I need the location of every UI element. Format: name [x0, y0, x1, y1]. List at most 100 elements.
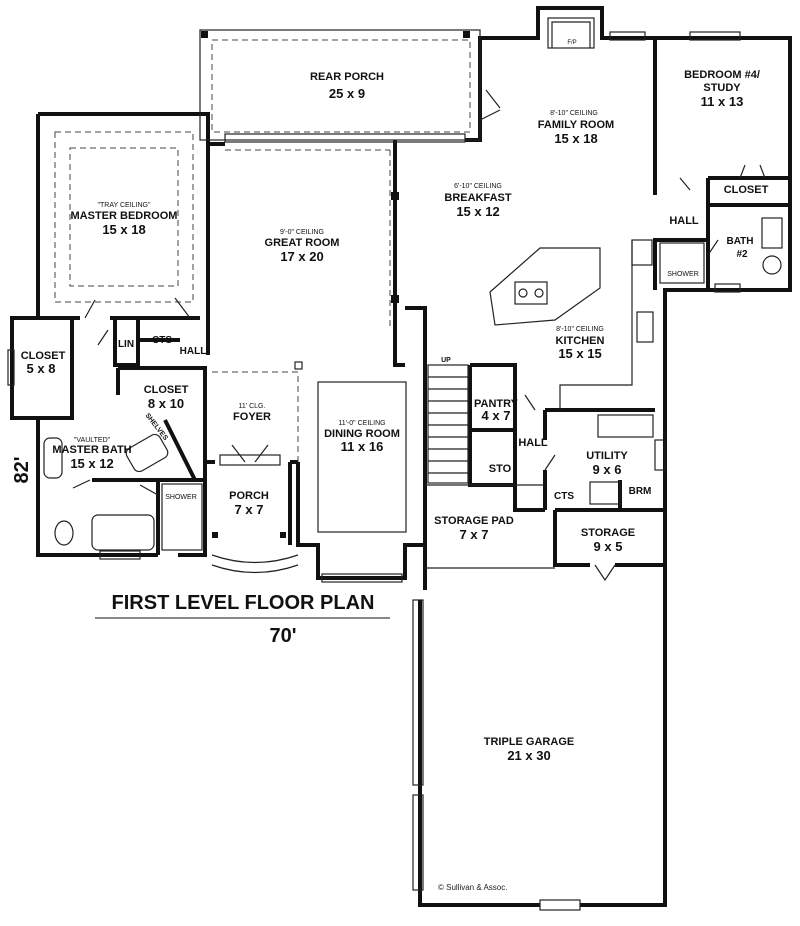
dining-ceiling: 11'-0" CEILING — [338, 420, 385, 427]
chimney-column — [631, 239, 653, 266]
storage-pad-name: STORAGE PAD — [434, 515, 514, 527]
utility-size: 9 x 6 — [593, 462, 622, 477]
utility-counter — [597, 414, 654, 438]
master-bedroom-label: "TRAY CEILING" MASTER BEDROOM 15 x 18 — [71, 202, 178, 237]
master-bedroom-size: 15 x 18 — [102, 222, 145, 237]
column — [391, 295, 399, 303]
utility-label: UTILITY 9 x 6 — [586, 450, 628, 477]
bedroom4-label: BEDROOM #4/ STUDY 11 x 13 — [684, 69, 760, 109]
great-room-label: 9'-0" CEILING GREAT ROOM 17 x 20 — [265, 229, 340, 264]
master-bath-ceiling: "VAULTED" — [74, 437, 111, 444]
garage-door — [539, 899, 581, 911]
breakfast-label: 6'-10" CEILING BREAKFAST 15 x 12 — [444, 183, 512, 219]
column — [294, 361, 303, 370]
fireplace-label: F/P — [567, 40, 576, 46]
hall-right-name: HALL — [669, 215, 699, 227]
cts-left-name: CTS — [152, 335, 172, 346]
garage-window — [412, 794, 424, 891]
fireplace — [547, 17, 595, 49]
closet-left-name: CLOSET — [21, 350, 66, 362]
interior-walls — [38, 38, 790, 590]
storage-pad-outline — [425, 484, 555, 569]
garage-window — [412, 599, 424, 786]
breakfast-size: 15 x 12 — [456, 204, 499, 219]
brm-name: BRM — [629, 486, 652, 497]
master-bedroom-name: MASTER BEDROOM — [71, 210, 178, 222]
storage-pad-size: 7 x 7 — [460, 527, 489, 542]
dining-ceiling-outline — [317, 381, 407, 533]
closet-left-size: 5 x 8 — [27, 361, 56, 376]
closet-left-label: CLOSET 5 x 8 — [21, 350, 66, 376]
lin-name: LIN — [118, 339, 134, 350]
master-bath-label: "VAULTED" MASTER BATH 15 x 12 — [52, 437, 131, 471]
master-bath-fixtures — [43, 433, 203, 551]
master-shower-label: SHOWER — [165, 494, 197, 501]
rear-porch-label: REAR PORCH 25 x 9 — [310, 71, 384, 101]
breakfast-name: BREAKFAST — [444, 192, 512, 204]
sto-name: STO — [489, 463, 512, 475]
pantry-name: PANTRY — [474, 398, 519, 410]
master-bath-size: 15 x 12 — [70, 456, 113, 471]
closet-mid-size: 8 x 10 — [148, 396, 184, 411]
foyer-name: FOYER — [233, 411, 271, 423]
cooktop — [636, 311, 654, 343]
washer — [589, 481, 621, 505]
garage-name: TRIPLE GARAGE — [484, 736, 574, 748]
closet-bed4-name: CLOSET — [724, 184, 769, 196]
family-room-ceiling: 8'-10" CEILING — [550, 110, 598, 117]
window — [7, 349, 15, 386]
bedroom4-size: 11 x 13 — [701, 94, 744, 109]
storage-name: STORAGE — [581, 527, 635, 539]
door-swings — [72, 89, 766, 582]
breakfast-ceiling: 6'-10" CEILING — [454, 183, 502, 190]
kitchen-size: 15 x 15 — [558, 346, 601, 361]
kitchen-counter — [559, 240, 633, 410]
bath2-name: BATH — [726, 236, 753, 247]
foyer-outline — [212, 371, 299, 462]
kitchen-island — [489, 247, 601, 326]
kitchen-ceiling: 8'-10" CEILING — [556, 326, 604, 333]
window — [99, 550, 141, 560]
bedroom4-name2: STUDY — [703, 82, 741, 94]
great-room-name: GREAT ROOM — [265, 237, 340, 249]
foyer-ceiling: 11' CLG. — [239, 403, 266, 410]
front-entry — [211, 454, 299, 574]
rear-porch-name: REAR PORCH — [310, 71, 384, 83]
family-room-name: FAMILY ROOM — [538, 119, 614, 131]
master-bath-name: MASTER BATH — [52, 444, 131, 456]
pantry-size: 4 x 7 — [482, 408, 511, 423]
great-room-ceiling: 9'-0" CEILING — [280, 229, 324, 236]
tray-ceiling-outline — [54, 131, 194, 303]
bath2-shower: SHOWER — [667, 271, 699, 278]
storage-pad-label: STORAGE PAD 7 x 7 — [434, 515, 514, 542]
foyer-label: 11' CLG. FOYER — [233, 403, 271, 423]
closet-mid-name: CLOSET — [144, 384, 189, 396]
family-room-label: F/P 8'-10" CEILING FAMILY ROOM 15 x 18 — [538, 40, 614, 146]
kitchen-name: KITCHEN — [556, 335, 605, 347]
window — [609, 31, 646, 41]
stairs — [427, 364, 469, 484]
pantry-label: PANTRY 4 x 7 — [474, 398, 519, 423]
family-room-size: 15 x 18 — [554, 131, 597, 146]
porch-label: PORCH 7 x 7 — [229, 490, 269, 517]
kitchen-label: 8'-10" CEILING KITCHEN 15 x 15 — [556, 326, 605, 361]
bath2-number: #2 — [736, 249, 748, 260]
utility-door — [654, 439, 666, 471]
hall-center-name: HALL — [518, 437, 548, 449]
bedroom4-name: BEDROOM #4/ — [684, 69, 760, 81]
storage-size: 9 x 5 — [594, 539, 623, 554]
ceiling-line — [225, 149, 391, 330]
garage-label: TRIPLE GARAGE 21 x 30 — [484, 736, 574, 763]
dining-room-outline — [317, 381, 407, 533]
hall-left-name: HALL — [180, 346, 207, 357]
dining-room-name: DINING ROOM — [324, 428, 400, 440]
storage-label: STORAGE 9 x 5 — [581, 527, 635, 554]
porch-name: PORCH — [229, 490, 269, 502]
great-room-size: 17 x 20 — [280, 249, 323, 264]
dining-room-label: 11'-0" CEILING DINING ROOM 11 x 16 — [324, 420, 400, 454]
rear-porch-size: 25 x 9 — [329, 86, 365, 101]
closet-mid-label: CLOSET 8 x 10 — [144, 384, 189, 411]
plan-title: FIRST LEVEL FLOOR PLAN — [112, 592, 375, 614]
depth-dimension: 82' — [11, 456, 33, 483]
